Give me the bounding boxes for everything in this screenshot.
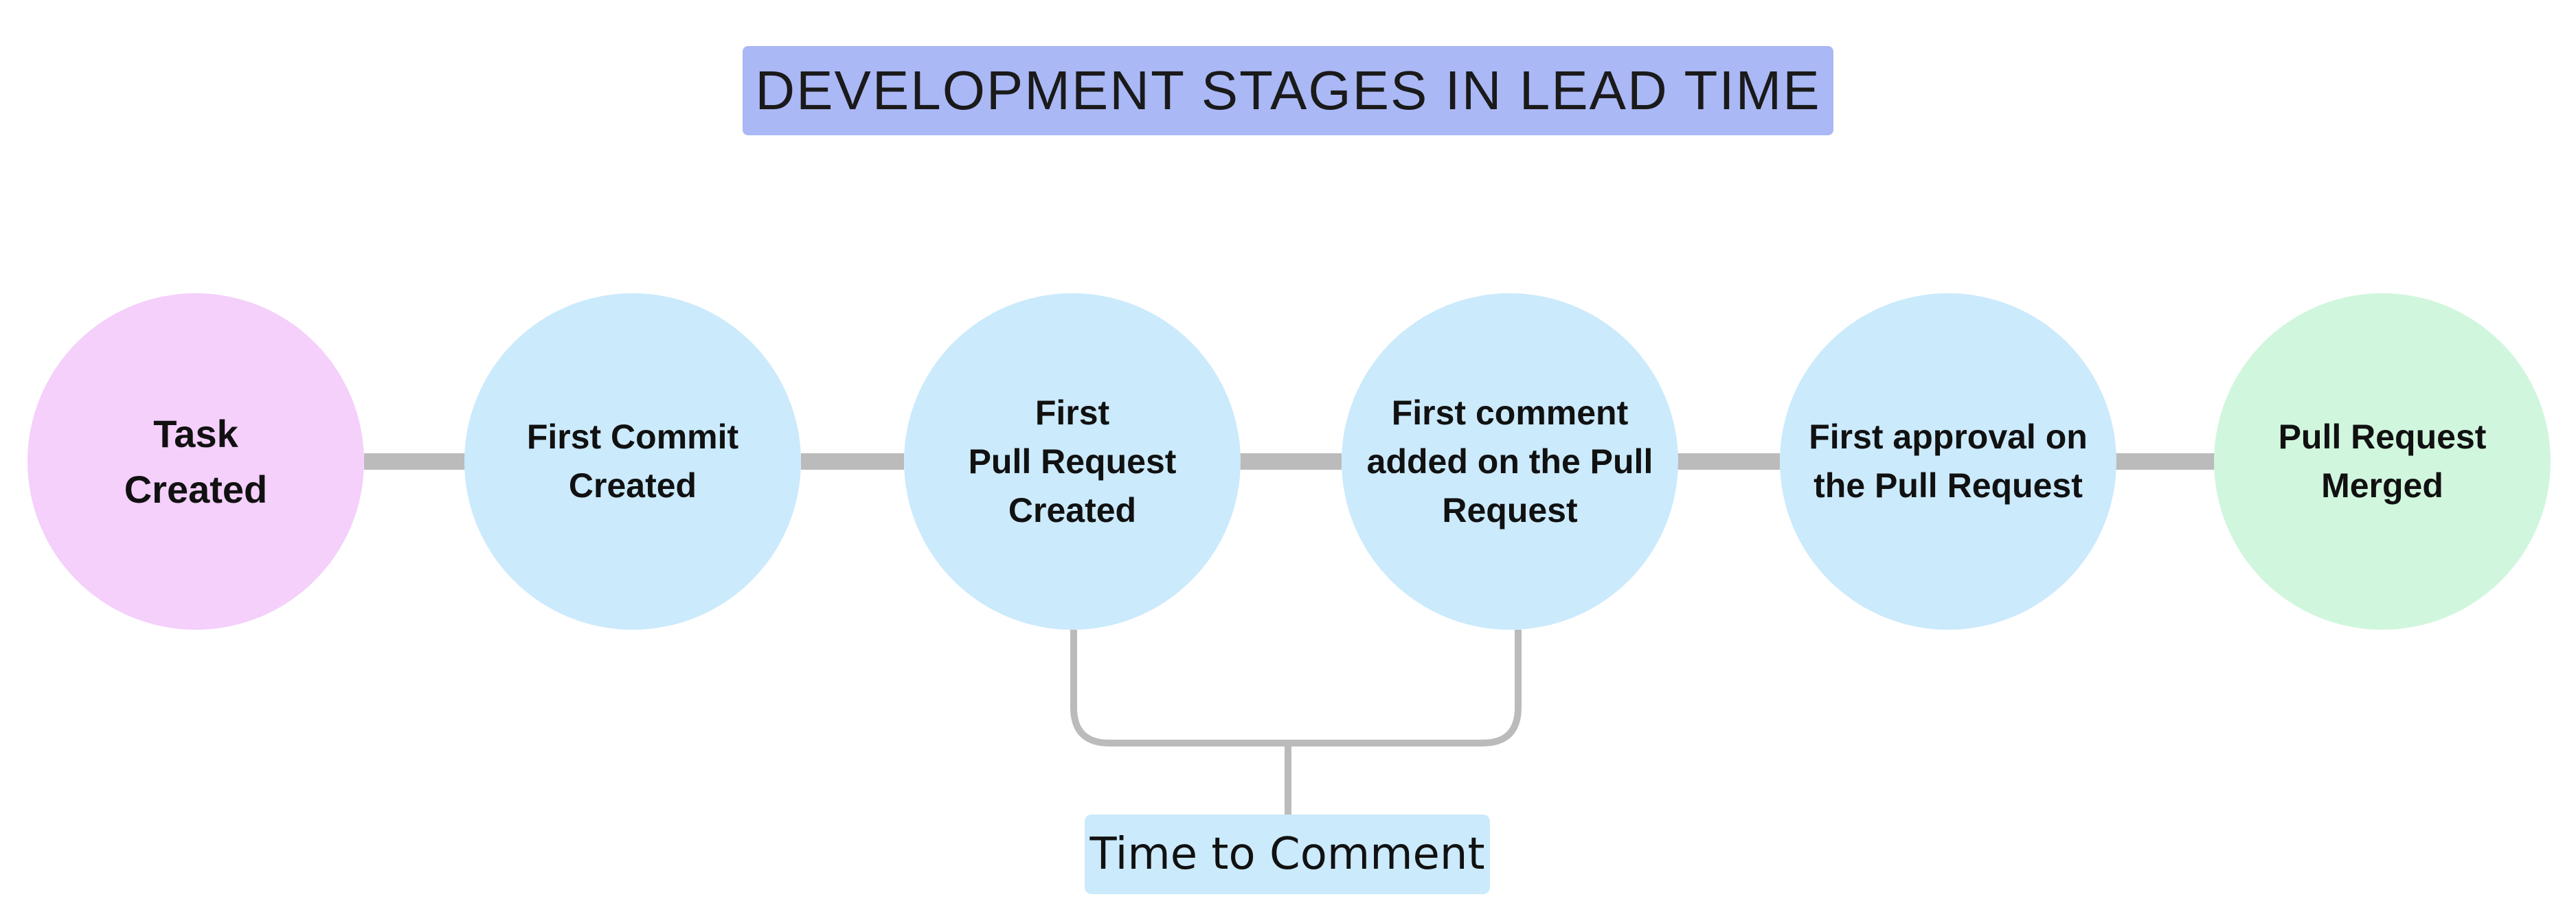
- stage-pull-request-merged: Pull Request Merged: [2214, 293, 2551, 630]
- stage-first-pull-request: First Pull Request Created: [904, 293, 1241, 630]
- stage-label: Pull Request Merged: [2278, 418, 2487, 505]
- time-to-comment-box: Time to Comment: [1085, 814, 1490, 894]
- diagram-title: DEVELOPMENT STAGES IN LEAD TIME: [755, 60, 1821, 121]
- bracket-line: [1070, 630, 1522, 747]
- connector-line: [801, 453, 904, 470]
- title-box: DEVELOPMENT STAGES IN LEAD TIME: [743, 46, 1833, 135]
- stage-first-commit: First Commit Created: [464, 293, 801, 630]
- stage-label: First Pull Request Created: [968, 393, 1177, 529]
- connector-line: [2114, 453, 2217, 470]
- stage-first-comment: First comment added on the Pull Request: [1342, 293, 1678, 630]
- stage-task-created: Task Created: [27, 293, 364, 630]
- connector-line: [364, 453, 467, 470]
- stage-label: First Commit Created: [526, 418, 739, 505]
- connector-line: [1239, 453, 1342, 470]
- stage-first-approval: First approval on the Pull Request: [1780, 293, 2116, 630]
- connector-line: [1677, 453, 1780, 470]
- stage-label: First approval on the Pull Request: [1809, 418, 2088, 505]
- stage-label: First comment added on the Pull Request: [1366, 393, 1653, 529]
- stage-label: Task Created: [124, 411, 268, 511]
- time-to-comment-label: Time to Comment: [1089, 829, 1485, 880]
